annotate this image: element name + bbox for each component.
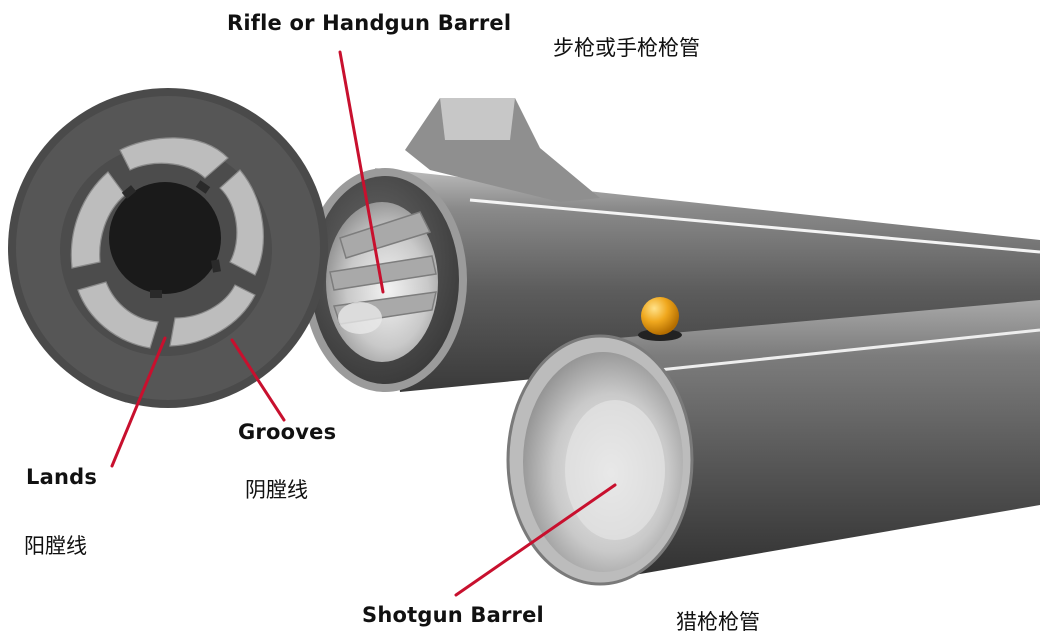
rifle-barrel-label-zh: 步枪或手枪枪管 — [553, 36, 700, 60]
shotgun-barrel — [506, 297, 1040, 586]
leader-grooves — [230, 338, 286, 422]
rifling-lands — [70, 137, 265, 349]
rifle-barrel — [303, 98, 1040, 392]
shotgun-barrel-label-zh: 猎枪枪管 — [676, 610, 760, 634]
rifling-cross-section — [8, 88, 328, 408]
shotgun-bore-inner — [565, 400, 665, 540]
shotgun-barrel-highlight — [639, 328, 1040, 374]
lands-label: Lands — [26, 465, 98, 489]
rifle-bore-rifling — [329, 211, 437, 325]
leader-lands — [110, 336, 167, 468]
rifling-grooves — [121, 180, 221, 298]
leader-lines — [110, 50, 617, 597]
grooves-label-zh: 阴膛线 — [245, 478, 308, 502]
shotgun-barrel-body — [595, 300, 1040, 580]
rifle-barrel-label: Rifle or Handgun Barrel — [227, 11, 512, 35]
grooves-label: Grooves — [238, 420, 337, 444]
leader-shotgun — [454, 483, 617, 597]
leader-rifle — [338, 50, 385, 294]
cross-section-bore-hole — [109, 182, 221, 294]
shotgun-barrel-label: Shotgun Barrel — [362, 603, 544, 627]
shotgun-front-bead — [641, 297, 679, 335]
rifle-sight-face — [440, 98, 515, 140]
rifle-bore-depth — [338, 302, 382, 334]
lands-label-zh: 阳膛线 — [24, 534, 87, 558]
rifle-barrel-highlight — [469, 198, 1040, 254]
